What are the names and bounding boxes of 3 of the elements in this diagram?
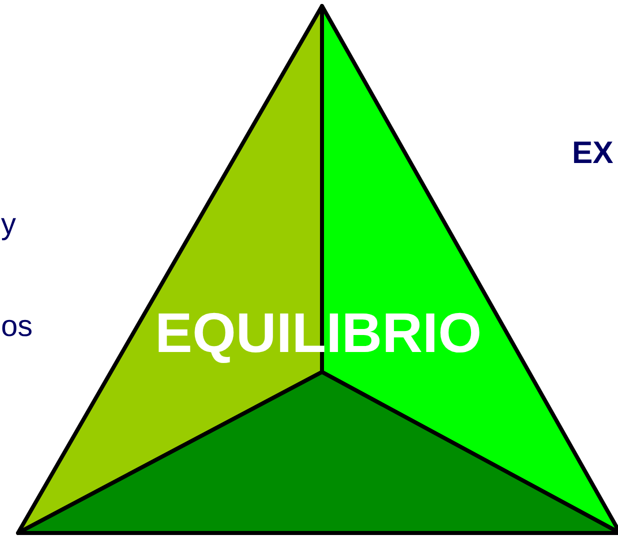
side-text: y [1, 210, 16, 240]
side-text: EX [572, 137, 614, 168]
side-text: os [1, 312, 33, 342]
